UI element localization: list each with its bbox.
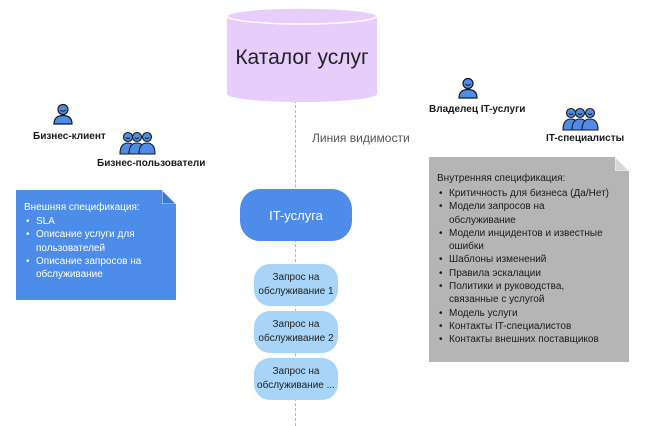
- request-line-1: Запрос на: [272, 319, 320, 330]
- internal-spec-title: Внутренняя спецификация:: [437, 173, 566, 184]
- request-line-2: обслуживание ...: [257, 380, 335, 391]
- service-request-node: Запрос на обслуживание 2: [254, 311, 338, 353]
- folded-corner-icon: [162, 190, 176, 204]
- person-icon: [458, 77, 478, 99]
- request-line-1: Запрос на: [272, 272, 320, 283]
- item-text: Контакты внешних поставщиков: [449, 334, 599, 346]
- external-specification-note: Внешняя спецификация: SLA Описание услуг…: [16, 190, 176, 300]
- internal-specification-note: Внутренняя спецификация: Критичность для…: [429, 157, 629, 362]
- business-users-label: Бизнес-пользователи: [97, 158, 206, 169]
- request-line-1: Запрос на: [272, 366, 320, 377]
- external-spec-title: Внешняя спецификация:: [24, 202, 140, 213]
- item-text: SLA: [36, 216, 55, 227]
- item-text: обслуживание: [36, 269, 103, 281]
- internal-spec-item: Критичность для бизнеса (Да/Нет): [437, 187, 609, 200]
- item-text: обслуживание: [449, 214, 516, 226]
- item-text: Критичность для бизнеса (Да/Нет): [449, 188, 609, 199]
- person-icon: [53, 103, 73, 125]
- item-text: Политики и руководства,: [449, 281, 565, 293]
- item-text: пользователей: [36, 242, 106, 254]
- internal-spec-item: Шаблоны изменений: [437, 253, 609, 266]
- it-service-node: IT-услуга: [240, 189, 352, 241]
- internal-spec-item: Политики и руководства,связанные с услуг…: [437, 280, 609, 307]
- visibility-line: [295, 100, 296, 426]
- item-text: Описание услуги для: [36, 229, 135, 241]
- visibility-line-label: Линия видимости: [312, 131, 410, 145]
- internal-spec-item: Модели инцидентов и известные ошибки: [437, 227, 609, 254]
- service-request-node: Запрос на обслуживание ...: [254, 358, 338, 400]
- people-group-icon: [562, 107, 599, 131]
- folded-corner-icon: [615, 157, 629, 171]
- item-text: Контакты IT-специалистов: [449, 320, 572, 332]
- item-text: Правила эскалации: [449, 267, 541, 279]
- internal-spec-list: Критичность для бизнеса (Да/Нет) Модели …: [437, 187, 609, 347]
- service-owner-label: Владелец IT-услуги: [429, 104, 526, 115]
- internal-spec-item: Правила эскалации: [437, 267, 609, 280]
- item-text: связанные с услугой: [449, 294, 545, 306]
- cylinder-shape: [227, 7, 377, 102]
- internal-spec-item: Модель услуги: [437, 307, 609, 320]
- item-text: Модели запросов на: [449, 201, 545, 213]
- external-spec-item: SLA: [24, 215, 141, 228]
- request-line-2: обслуживание 2: [258, 333, 334, 344]
- internal-spec-item: Контакты внешних поставщиков: [437, 333, 609, 346]
- item-text: ошибки: [449, 241, 484, 253]
- service-catalog-cylinder: Каталог услуг: [227, 6, 377, 102]
- item-text: Шаблоны изменений: [449, 254, 547, 266]
- business-client-label: Бизнес-клиент: [33, 131, 106, 142]
- request-line-2: обслуживание 1: [258, 286, 334, 297]
- item-text: Модель услуги: [449, 307, 518, 319]
- people-group-icon: [119, 131, 156, 155]
- it-specialists-label: IT-специалисты: [546, 133, 625, 144]
- external-spec-item: Описание запросов на обслуживание: [24, 255, 141, 282]
- service-request-node: Запрос на обслуживание 1: [254, 264, 338, 306]
- it-service-label: IT-услуга: [269, 207, 323, 223]
- internal-spec-item: Контакты IT-специалистов: [437, 320, 609, 333]
- item-text: Модели инцидентов и известные: [449, 227, 603, 239]
- item-text: Описание запросов на: [36, 255, 142, 267]
- catalog-label: Каталог услуг: [235, 46, 369, 69]
